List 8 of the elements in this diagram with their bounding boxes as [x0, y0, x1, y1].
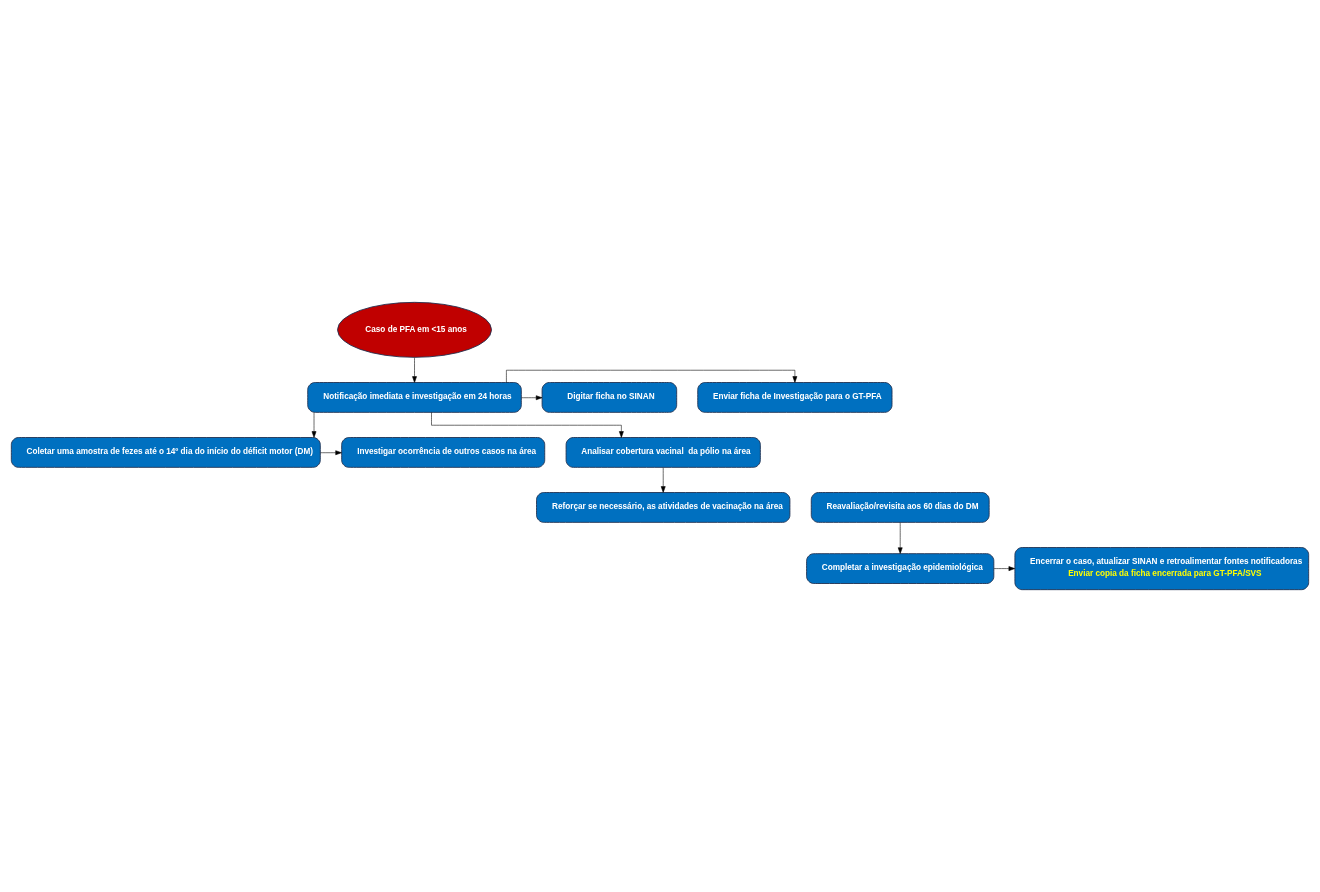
- arrow: [897, 522, 903, 554]
- arrow: [660, 467, 666, 493]
- arrow: [311, 412, 317, 438]
- arrow: [993, 566, 1015, 571]
- arrow: [506, 369, 798, 383]
- arrow: [521, 395, 543, 401]
- arrow: [412, 357, 417, 383]
- arrow: [320, 450, 342, 456]
